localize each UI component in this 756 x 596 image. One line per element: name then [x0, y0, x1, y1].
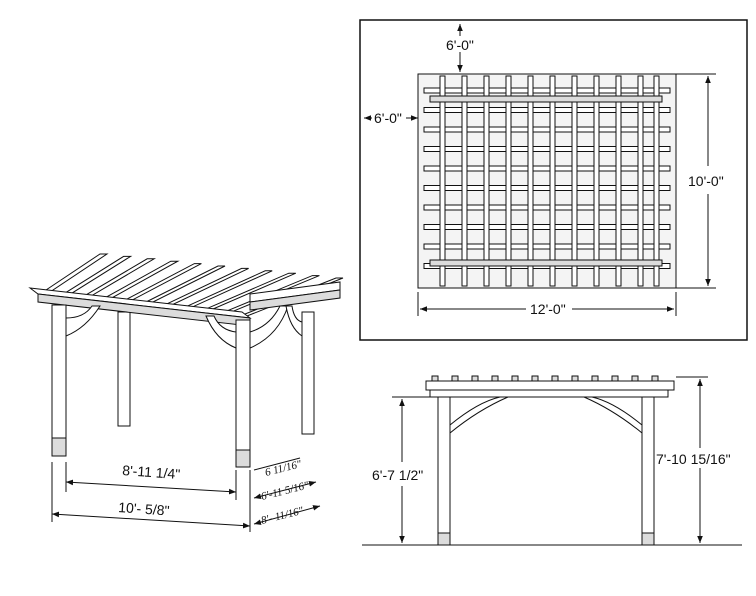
dim-post-depth-b: 6'-11 5/16": [260, 479, 310, 502]
perspective-view: 8'-11 1/4" 10'- 5/8" 6 11/16" 6'-11 5/16…: [28, 253, 344, 532]
dim-post-depth-c: 8'- 11/16": [260, 505, 305, 527]
roof-grid: [423, 75, 671, 287]
dim-outer-width: 10'- 5/8": [118, 499, 170, 519]
front-beam: [28, 281, 341, 327]
dim-depth: 10'-0": [688, 173, 724, 189]
top-view-frame: [359, 19, 748, 341]
dim-overhang-left: 6'-0": [374, 110, 402, 126]
dim-inner-width: 8'-11 1/4": [122, 462, 181, 482]
elevation-view: 6'-7 1/2" 7'-10 15/16": [362, 375, 742, 546]
knee-braces: [65, 305, 303, 349]
dim-post-depth-a: 6 11/16": [264, 458, 303, 479]
front-posts: [51, 304, 251, 468]
dim-overhang-top: 6'-0": [446, 37, 474, 53]
dim-width: 12'-0": [530, 301, 566, 317]
top-view: 6'-0" 6'-0" 10'-0" 12'-0": [359, 19, 748, 341]
dim-total-height: 7'-10 15/16": [656, 451, 731, 467]
elevation-slats: [431, 375, 659, 383]
back-posts: [117, 311, 315, 435]
dim-clear-height: 6'-7 1/2": [372, 467, 423, 483]
